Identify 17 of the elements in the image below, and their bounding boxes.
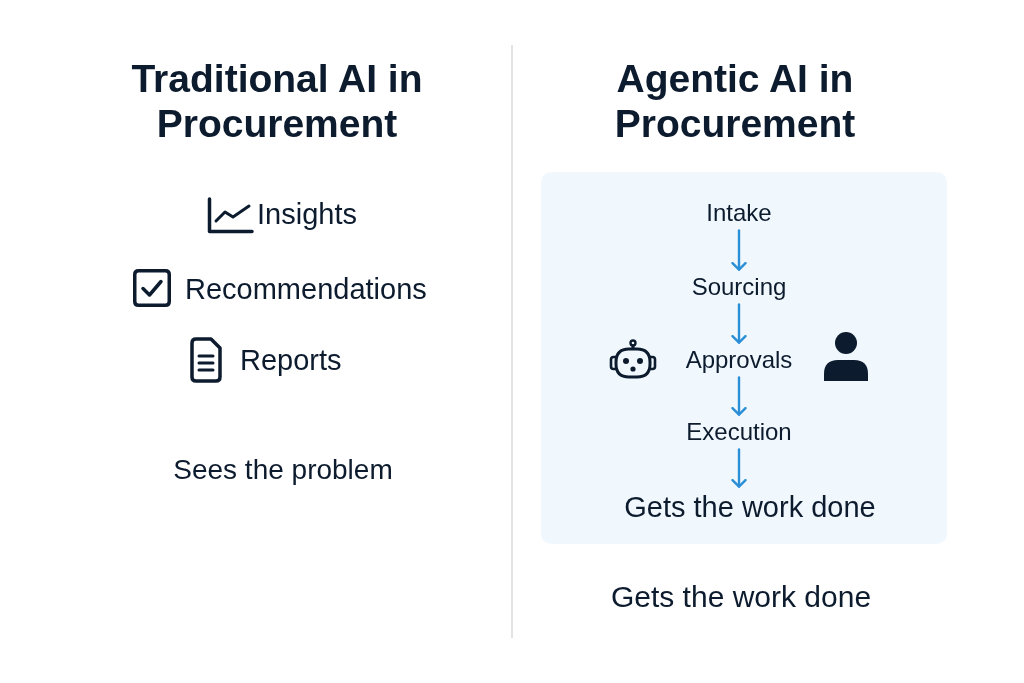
arrow [731, 448, 747, 488]
column-heading: Traditional AI in Procurement [130, 57, 424, 147]
step-label: Sourcing [691, 272, 787, 302]
arrow [731, 229, 747, 271]
panel [541, 172, 947, 544]
step-label: Intake [706, 198, 772, 228]
step-label: Approvals [685, 345, 793, 375]
feature-label: Insights [257, 196, 357, 232]
outcome-label: Gets the work done [624, 489, 876, 525]
column-heading: Agentic AI in Procurement [613, 57, 857, 147]
step-label: Execution [686, 417, 792, 447]
summary-text: Sees the problem [173, 453, 393, 487]
arrow [731, 303, 747, 344]
arrow [731, 376, 747, 416]
feature-label: Recommendations [185, 271, 427, 307]
summary-text: Gets the work done [610, 579, 872, 615]
feature-label: Reports [240, 342, 342, 378]
